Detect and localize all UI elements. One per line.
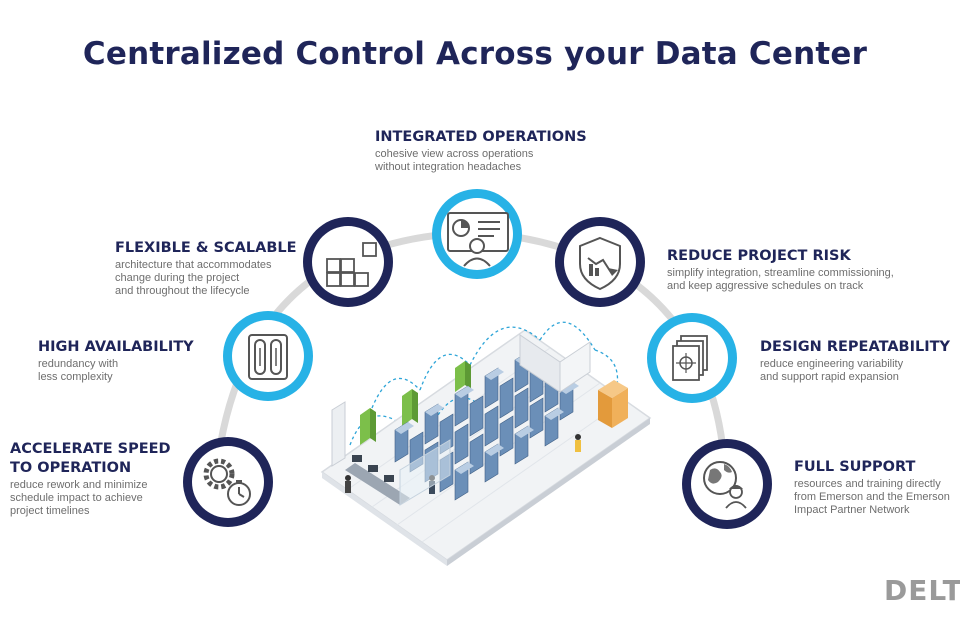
feature-full-support: FULL SUPPORT resources and training dire… bbox=[794, 458, 950, 517]
shield-chart-icon bbox=[555, 217, 645, 307]
gear-stopwatch-icon bbox=[183, 437, 273, 527]
server-racks bbox=[394, 351, 579, 501]
feature-reduce-project-risk: REDUCE PROJECT RISK simplify integration… bbox=[667, 247, 894, 293]
feature-description: simplify integration, streamline commiss… bbox=[667, 267, 894, 292]
feature-flexible-scalable: FLEXIBLE & SCALABLE architecture that ac… bbox=[115, 239, 297, 298]
grid-blocks-icon bbox=[303, 217, 393, 307]
feature-description: architecture that accommodates change du… bbox=[115, 259, 272, 297]
feature-description: redundancy with less complexity bbox=[38, 358, 119, 383]
dashboard-user-icon bbox=[432, 189, 522, 279]
stacked-documents-icon bbox=[647, 313, 737, 403]
feature-integrated-operations: INTEGRATED OPERATIONS cohesive view acro… bbox=[375, 128, 587, 174]
feature-high-availability: HIGH AVAILABILITY redundancy with less c… bbox=[38, 338, 194, 384]
globe-worker-icon bbox=[682, 439, 772, 529]
feature-title: FULL SUPPORT bbox=[794, 459, 916, 475]
feature-title: INTEGRATED OPERATIONS bbox=[375, 129, 587, 145]
feature-title: REDUCE PROJECT RISK bbox=[667, 248, 851, 264]
brand-logo: DELT bbox=[884, 574, 960, 607]
feature-title: ACCELERATE SPEED TO OPERATION bbox=[10, 441, 171, 476]
data-center-illustration bbox=[320, 321, 652, 566]
feature-description: reduce rework and minimize schedule impa… bbox=[10, 479, 148, 517]
feature-accelerate-speed: ACCELERATE SPEED TO OPERATION reduce rew… bbox=[10, 440, 171, 518]
feature-title: DESIGN REPEATABILITY bbox=[760, 339, 951, 355]
feature-description: resources and training directly from Eme… bbox=[794, 478, 950, 516]
feature-design-repeatability: DESIGN REPEATABILITY reduce engineering … bbox=[760, 338, 950, 384]
page-title: Centralized Control Across your Data Cen… bbox=[82, 36, 868, 72]
feature-title: FLEXIBLE & SCALABLE bbox=[115, 240, 297, 256]
feature-title: HIGH AVAILABILITY bbox=[38, 339, 194, 355]
redundant-controller-icon bbox=[223, 311, 313, 401]
feature-description: reduce engineering variability and suppo… bbox=[760, 358, 904, 383]
feature-description: cohesive view across operations without … bbox=[375, 148, 534, 173]
